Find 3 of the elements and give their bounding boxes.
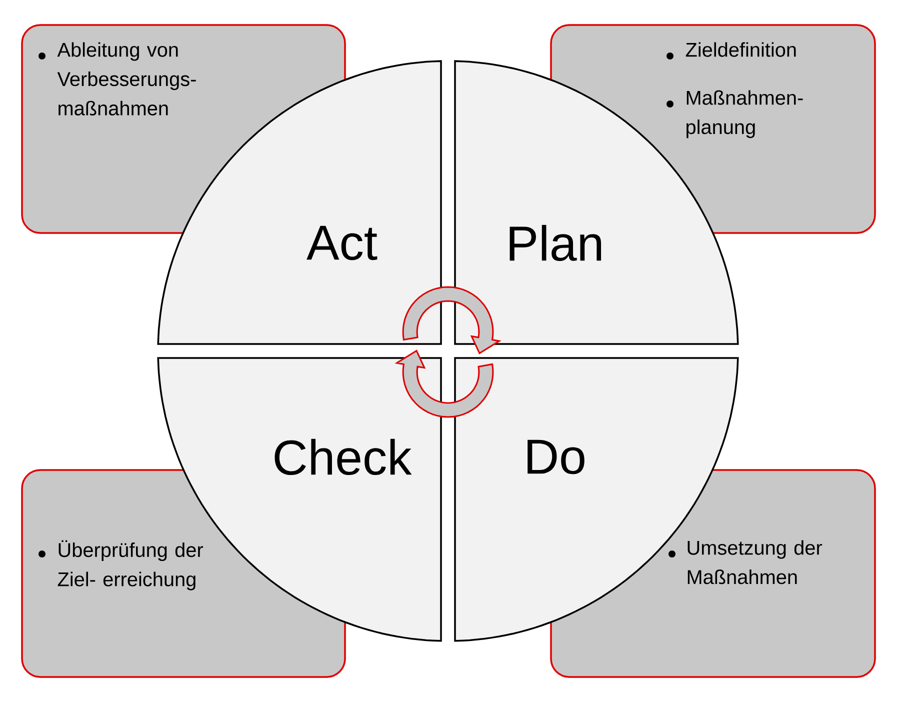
bullet-text: Zieldefinition bbox=[686, 42, 796, 57]
cycle-arrow bbox=[394, 350, 494, 418]
cycle-arrow bbox=[402, 286, 502, 354]
